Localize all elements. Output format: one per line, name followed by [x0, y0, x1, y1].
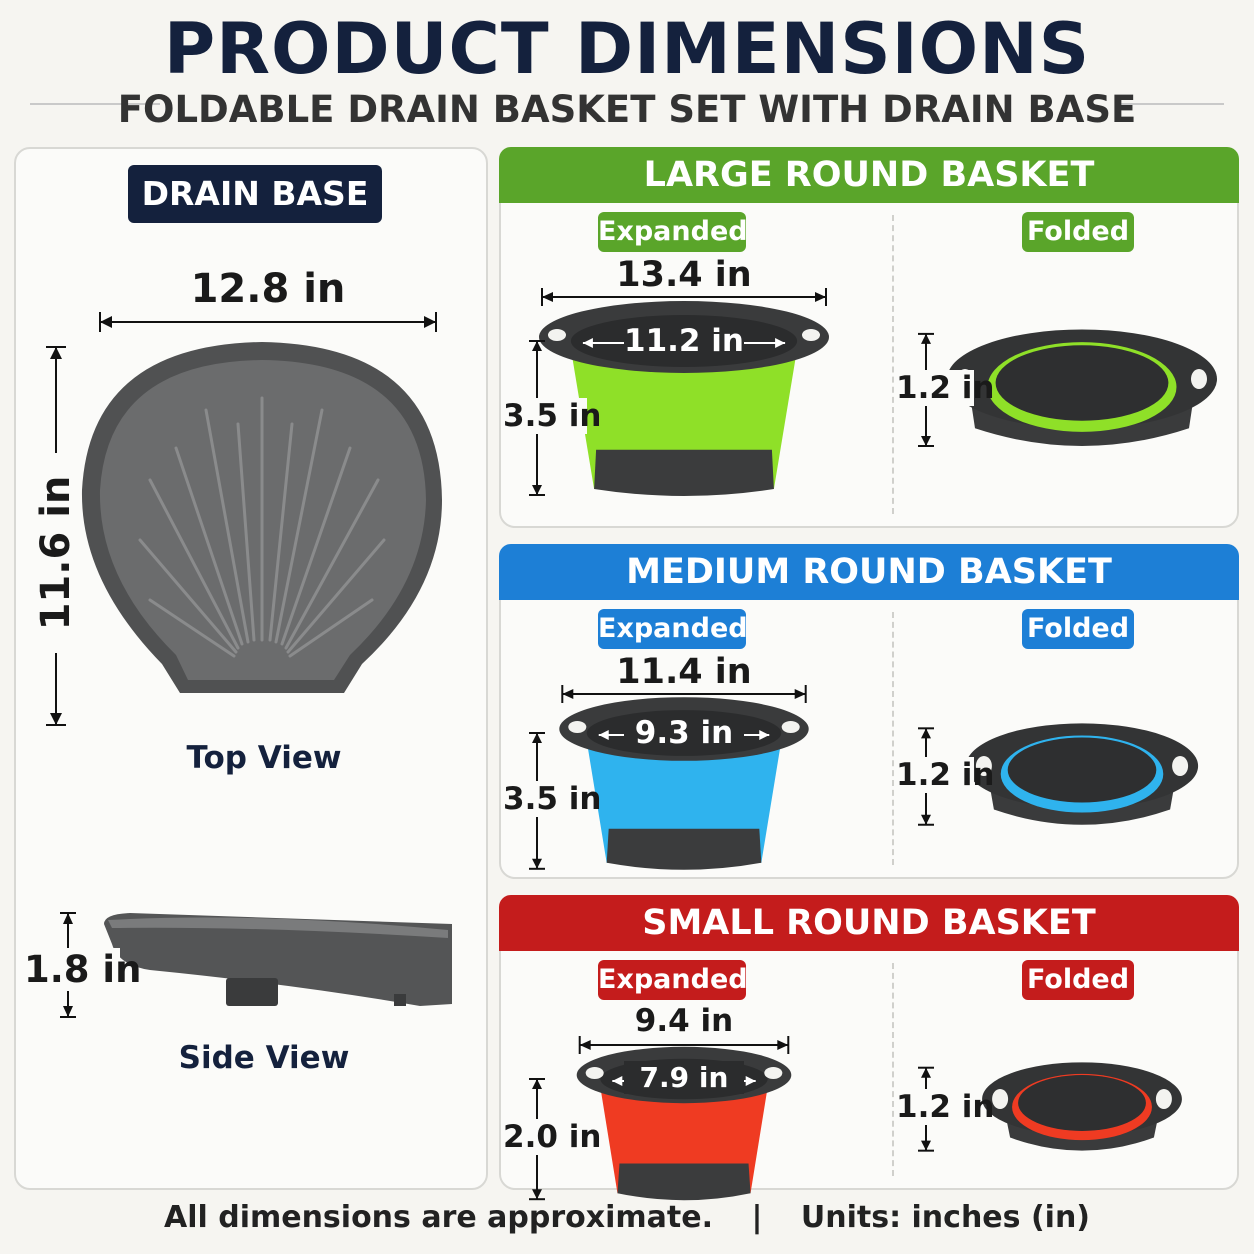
page-subtitle: FOLDABLE DRAIN BASKET SET WITH DRAIN BAS… [117, 88, 1137, 131]
drain-base-top-view-image [81, 342, 442, 693]
top-view-label: Top View [186, 740, 342, 776]
medium-basket-header: MEDIUM ROUND BASKET [499, 544, 1239, 600]
small-folded-height-arrow [918, 1066, 934, 1152]
medium-expanded-tag: Expanded [598, 609, 748, 649]
medium-folded-height: 1.2 in [896, 756, 995, 793]
footer-note: All dimensions are approximate. [163, 1200, 713, 1235]
drain-base-tag: DRAIN BASE [128, 165, 382, 223]
footer-separator: | [751, 1200, 763, 1235]
large-folded-basket-image [947, 329, 1217, 446]
large-outer-width: 13.4 in [616, 255, 752, 295]
large-height: 3.5 in [503, 398, 602, 434]
large-basket-header: LARGE ROUND BASKET [499, 147, 1239, 203]
small-height: 2.0 in [503, 1119, 602, 1156]
footer: All dimensions are approximate. | Units:… [0, 1200, 1254, 1235]
medium-inner-width: 9.3 in [624, 715, 744, 751]
medium-outer-width: 11.4 in [616, 652, 752, 692]
small-folded-basket-image [982, 1062, 1182, 1151]
small-basket-header: SMALL ROUND BASKET [499, 895, 1239, 951]
medium-height: 3.5 in [503, 780, 602, 817]
small-inner-width: 7.9 in [624, 1061, 744, 1094]
small-expanded-tag: Expanded [598, 960, 748, 1000]
drain-base-side-view-image [104, 913, 452, 1006]
medium-folded-basket-image [965, 723, 1199, 825]
small-basket-divider [892, 963, 894, 1176]
large-folded-height: 1.2 in [896, 369, 995, 406]
drain-base-width-arrow [99, 312, 437, 332]
small-folded-tag: Folded [1022, 960, 1134, 1000]
footer-units: Units: inches (in) [800, 1200, 1091, 1235]
small-folded-height: 1.2 in [896, 1089, 995, 1126]
side-view-label: Side View [178, 1040, 350, 1076]
large-basket-divider [892, 215, 894, 514]
subtitle-rule-right [1116, 103, 1224, 105]
large-expanded-tag: Expanded [598, 212, 748, 252]
medium-folded-tag: Folded [1022, 609, 1134, 649]
subtitle-rule-left [30, 103, 160, 105]
large-folded-tag: Folded [1022, 212, 1134, 252]
medium-basket-divider [892, 612, 894, 865]
drain-base-height: 1.8 in [24, 948, 142, 991]
drain-base-depth: 11.6 in [33, 453, 79, 653]
small-outer-width: 9.4 in [634, 1003, 734, 1039]
large-inner-width: 11.2 in [624, 323, 744, 359]
drain-base-width: 12.8 in [190, 266, 346, 312]
page-title: PRODUCT DIMENSIONS [163, 8, 1091, 90]
